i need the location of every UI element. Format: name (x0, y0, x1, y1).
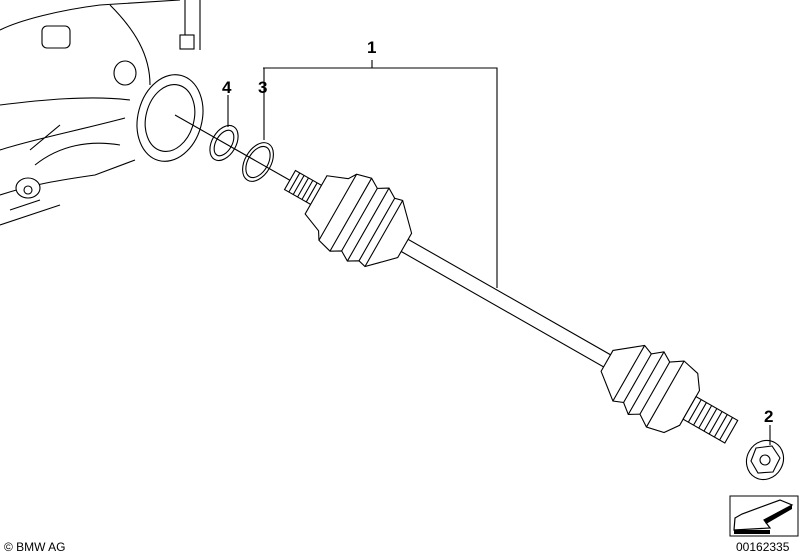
copyright-text: © BMW AG (4, 540, 66, 554)
collar-nut-2 (745, 439, 785, 481)
callout-2: 2 (764, 407, 774, 426)
housing-flange (136, 74, 204, 162)
callout-lines (227, 60, 771, 445)
drive-shaft (283, 169, 739, 444)
shaft-tube (398, 237, 616, 371)
housing-bolt (179, 34, 195, 50)
direction-arrow-icon (729, 495, 799, 537)
axis-line (174, 114, 301, 187)
part-number: 00162335 (736, 540, 790, 554)
callout-4: 4 (222, 78, 232, 97)
inner-cv-boot (304, 173, 413, 268)
callout-1: 1 (367, 38, 377, 57)
housing-mount-bushing (15, 177, 41, 199)
housing-plug (113, 60, 137, 86)
callout-3: 3 (258, 78, 268, 97)
differential-housing (0, 0, 204, 226)
housing-boss (41, 25, 71, 49)
